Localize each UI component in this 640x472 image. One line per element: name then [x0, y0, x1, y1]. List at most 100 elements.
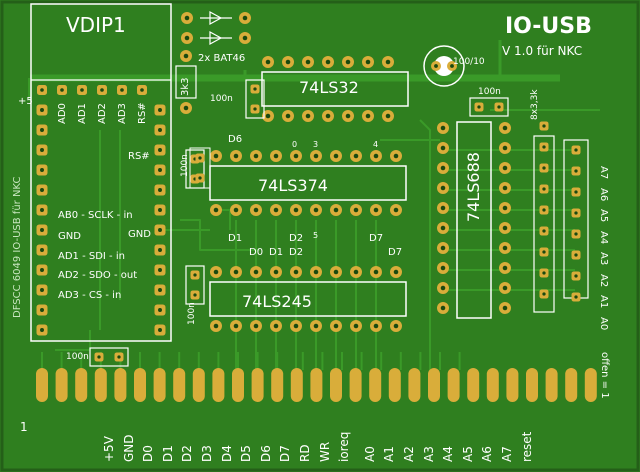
cap-100n-ls32-outline — [245, 79, 265, 119]
pad-drill — [502, 225, 508, 231]
pad-drill — [325, 59, 331, 65]
lower-d1-label: D1 — [269, 247, 284, 258]
edge-connector-finger — [388, 368, 401, 402]
edge-connector-finger — [330, 368, 342, 402]
pad-drill — [233, 207, 239, 213]
vdip-label-sclk: AB0 - SCLK - in — [58, 210, 133, 221]
vdip-label-sdi: AD1 - SDI - in — [58, 251, 125, 262]
plus5-label: +5 — [18, 96, 33, 107]
pad-drill — [502, 265, 508, 271]
edge-connector-label: D0 — [141, 445, 156, 462]
edge-connector-label: A6 — [480, 446, 495, 462]
edge-connector-label: reset — [519, 431, 534, 462]
pad-drill — [353, 207, 359, 213]
resnet-outline — [533, 135, 555, 313]
pad-drill — [542, 208, 546, 212]
pad-drill — [574, 253, 578, 257]
address-label: A5 — [598, 209, 609, 223]
pad-drill — [285, 59, 291, 65]
pad-drill — [325, 113, 331, 119]
pad-drill — [183, 53, 189, 59]
edge-connector-label: D3 — [200, 445, 214, 462]
address-open-note: offen = 1 — [599, 352, 610, 399]
edge-connector-finger — [94, 368, 107, 402]
pad-drill — [574, 274, 578, 278]
pad-drill — [40, 308, 44, 312]
pad-drill — [497, 105, 501, 109]
pad-drill — [542, 187, 546, 191]
pad-drill — [542, 124, 546, 128]
vdip-top-label: AD2 — [97, 103, 108, 124]
vdip-top-label: AD1 — [77, 103, 88, 124]
pad-drill — [253, 207, 259, 213]
pad-drill — [345, 113, 351, 119]
pad-drill — [313, 153, 319, 159]
edge-connector-finger — [192, 368, 205, 402]
pad-drill — [440, 145, 446, 151]
pad-drill — [502, 305, 508, 311]
diode-symbol — [209, 10, 223, 26]
edge-connector-label: A0 — [362, 446, 377, 462]
pad-drill — [273, 269, 279, 275]
edge-connector-finger — [447, 368, 460, 402]
pad-drill — [502, 245, 508, 251]
pad-drill — [305, 113, 311, 119]
pad-drill — [183, 105, 189, 111]
pad-drill — [40, 188, 44, 192]
edge-connector-label: A2 — [402, 446, 416, 462]
pad-drill — [253, 153, 259, 159]
pad-drill — [158, 168, 162, 172]
pad-drill — [502, 125, 508, 131]
pad-drill — [273, 153, 279, 159]
pad-drill — [393, 269, 399, 275]
pad-drill — [365, 113, 371, 119]
upper-d2-label: D2 — [289, 233, 304, 244]
pad-drill — [345, 59, 351, 65]
pad-drill — [440, 265, 446, 271]
pad-drill — [40, 248, 44, 252]
pad-drill — [574, 190, 578, 194]
pad-drill — [158, 248, 162, 252]
board-title: IO-USB — [505, 14, 592, 39]
pad-drill — [273, 323, 279, 329]
lower-d2-label: D2 — [289, 247, 304, 258]
pad-drill — [213, 269, 219, 275]
pad-drill — [574, 295, 578, 299]
pad-drill — [393, 153, 399, 159]
cap-100n-ls245-outline — [185, 265, 205, 305]
pad-drill — [117, 355, 121, 359]
pad-drill — [253, 107, 257, 111]
pad-drill — [373, 269, 379, 275]
pad-drill — [353, 323, 359, 329]
pad-drill — [253, 87, 257, 91]
edge-connector-label: D7 — [278, 445, 293, 462]
edge-connector-label: A1 — [382, 446, 397, 462]
pad-drill — [253, 269, 259, 275]
address-label: A0 — [598, 316, 609, 330]
pad-drill — [233, 269, 239, 275]
edge-connector-label: A3 — [421, 446, 436, 462]
small-number-5: 5 — [313, 231, 319, 240]
edge-connector-finger — [369, 368, 382, 402]
resistor-3k3-label: 3k3 — [180, 77, 191, 96]
edge-connector-label: +5V — [102, 436, 116, 462]
pad-drill — [542, 250, 546, 254]
diodes-label: 2x BAT46 — [198, 53, 246, 64]
pad-drill — [158, 328, 162, 332]
chip-74ls245: 74LS245 — [242, 292, 312, 311]
pad-drill — [440, 205, 446, 211]
pad-drill — [385, 59, 391, 65]
pad-drill — [158, 268, 162, 272]
chip-74ls245-outline — [209, 281, 407, 317]
pad-drill — [393, 323, 399, 329]
edge-connector-label: GND — [121, 434, 136, 462]
vdip-top-label: AD0 — [57, 103, 68, 124]
address-label: A3 — [598, 252, 609, 266]
address-label: A1 — [598, 295, 609, 309]
cap-100n-ls688-outline — [469, 97, 509, 117]
pad-drill — [40, 148, 44, 152]
lower-d0-label: D0 — [249, 247, 264, 258]
pad-drill — [184, 35, 190, 41]
pad-drill — [502, 205, 508, 211]
board-side-text: DFSCC 6049 IO-USB für NKC — [12, 176, 23, 318]
